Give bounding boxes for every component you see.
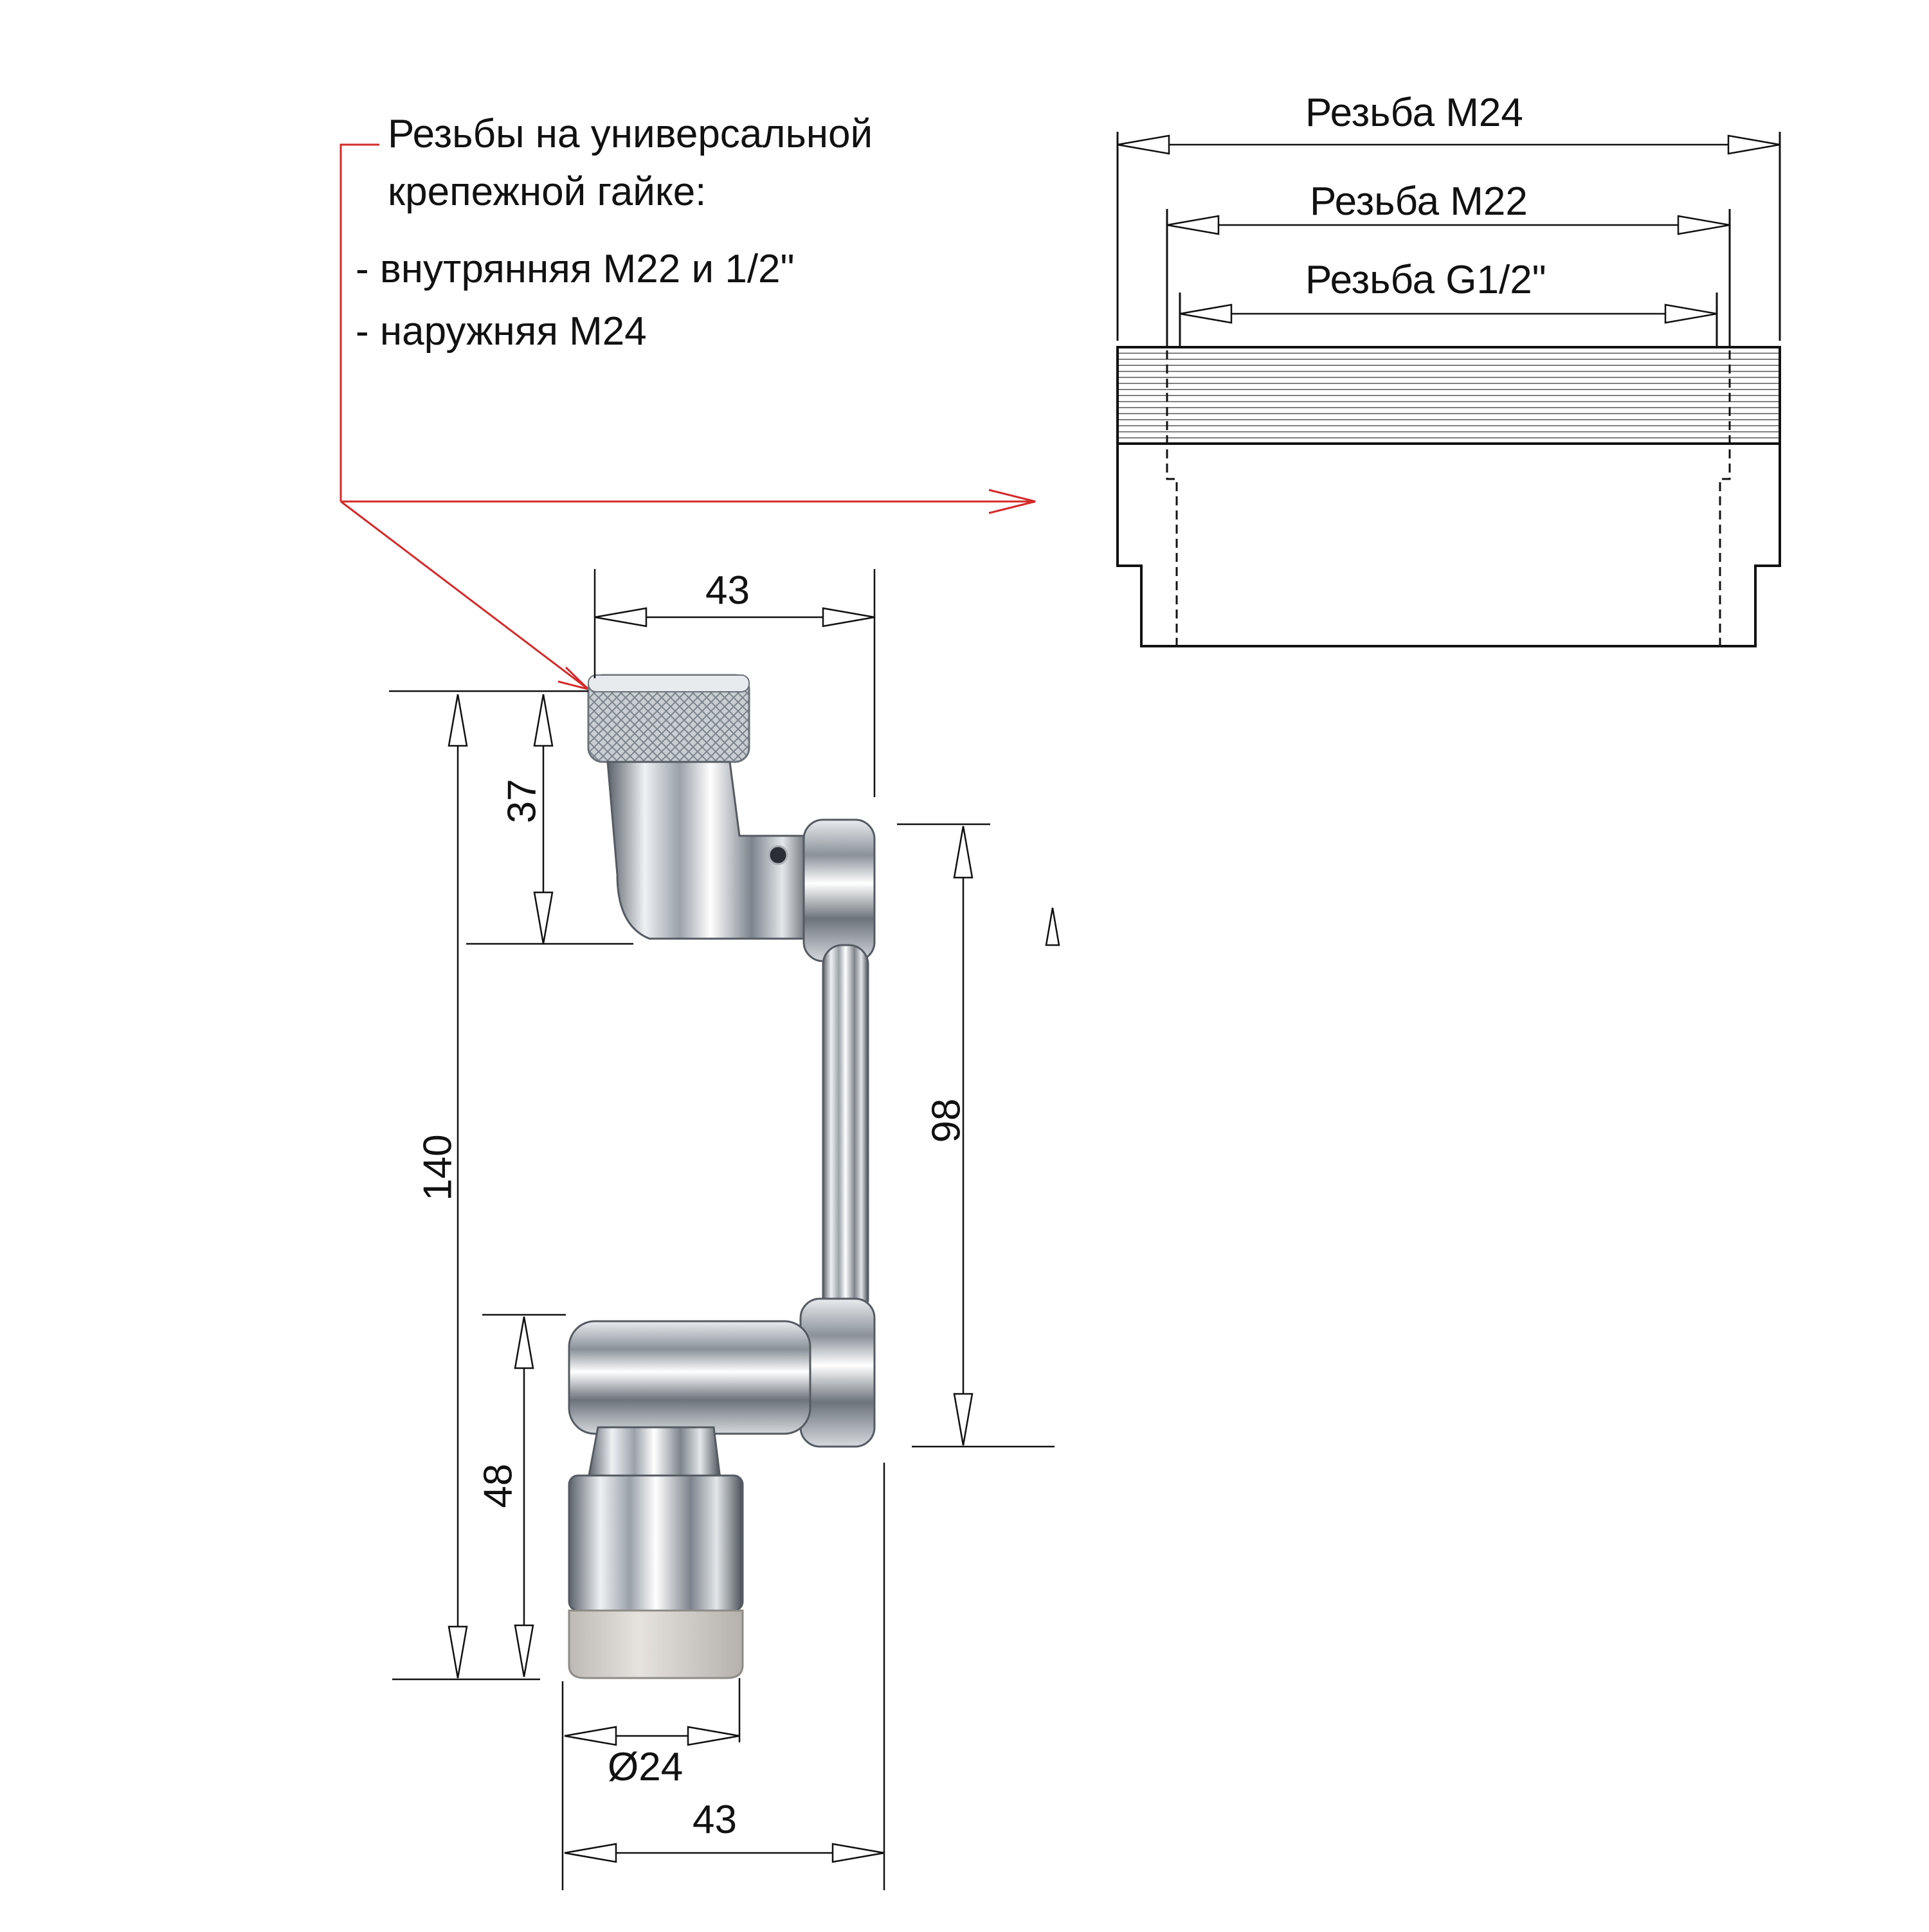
note-line-2: крепежной гайке:: [388, 170, 707, 214]
nut-rim: [588, 674, 750, 692]
aerator-neck: [587, 1426, 721, 1480]
dim-top-arrow-right: [822, 607, 875, 627]
note-bullet-outer: - наружняя М24: [356, 309, 647, 354]
swivel-aerator-photo: [568, 674, 876, 1679]
section-body: [1116, 444, 1781, 647]
dim-aerator-arrow-down: [514, 1624, 534, 1677]
red-leader-lines: [340, 143, 1036, 691]
note-line-1: Резьбы на универсальной: [388, 112, 873, 156]
dim-swivel-height: 37: [500, 779, 545, 824]
dim-arm-arrow-down: [953, 1393, 974, 1446]
dim-arm-arrow-up: [953, 826, 974, 879]
lower-joint: [799, 1297, 876, 1448]
dim-top-width: 43: [705, 568, 750, 613]
dim-aerator-height: 48: [476, 1463, 521, 1508]
dim-m22-arrow-right: [1677, 215, 1730, 235]
dim-top-arrow-left: [594, 607, 648, 627]
upper-joint: [802, 818, 876, 962]
aerator-body: [568, 1474, 744, 1612]
thread-band: [1116, 346, 1781, 445]
thread-hatching: [1119, 352, 1779, 438]
dim-aerator-diameter: Ø24: [608, 1745, 684, 1789]
stray-arrowhead: [1045, 907, 1060, 946]
dim-total-height: 140: [415, 1134, 460, 1201]
dim-aerator-arrow-up: [514, 1316, 534, 1369]
lower-body: [568, 1320, 811, 1435]
label-thread-g12: Резьба G1/2": [1305, 258, 1546, 302]
dim-bottom-arrow-right: [831, 1843, 885, 1863]
leader-vertical: [340, 143, 379, 501]
leader-diagonal: [340, 500, 589, 691]
dim-m24-arrow-right: [1727, 134, 1780, 155]
dim-diameter-arrow-right: [687, 1726, 740, 1746]
dim-g12-arrow-left: [1179, 303, 1233, 324]
dim-swivel-arrow-up: [533, 694, 554, 747]
dim-diameter-arrow-left: [564, 1726, 617, 1746]
dim-total-arrow-up: [448, 694, 468, 747]
swivel-arm: [822, 944, 869, 1319]
aerator-tip: [568, 1609, 744, 1679]
label-thread-m22: Резьба М22: [1310, 179, 1528, 224]
inner-dashed-right: [1719, 350, 1731, 646]
dim-g12-arrow-right: [1664, 303, 1717, 324]
note-bullet-inner: - внутрянняя М22 и 1/2": [356, 247, 795, 291]
dim-total-arrow-down: [448, 1625, 468, 1679]
dim-bottom-arrow-left: [564, 1843, 617, 1863]
inner-dashed-left: [1166, 350, 1178, 646]
dim-m22-arrow-left: [1166, 215, 1220, 235]
set-screw: [768, 845, 788, 865]
dim-swivel-arrow-down: [533, 891, 554, 944]
label-thread-m24: Резьба М24: [1305, 91, 1523, 135]
nut-section-drawing: [1116, 132, 1781, 647]
dim-m24-arrow-left: [1117, 134, 1170, 155]
dim-arm-height: 98: [924, 1098, 969, 1143]
dim-bottom-width: 43: [693, 1798, 737, 1842]
leader-arrow-right: [988, 489, 1036, 514]
dimension-lines: [389, 134, 1780, 1890]
